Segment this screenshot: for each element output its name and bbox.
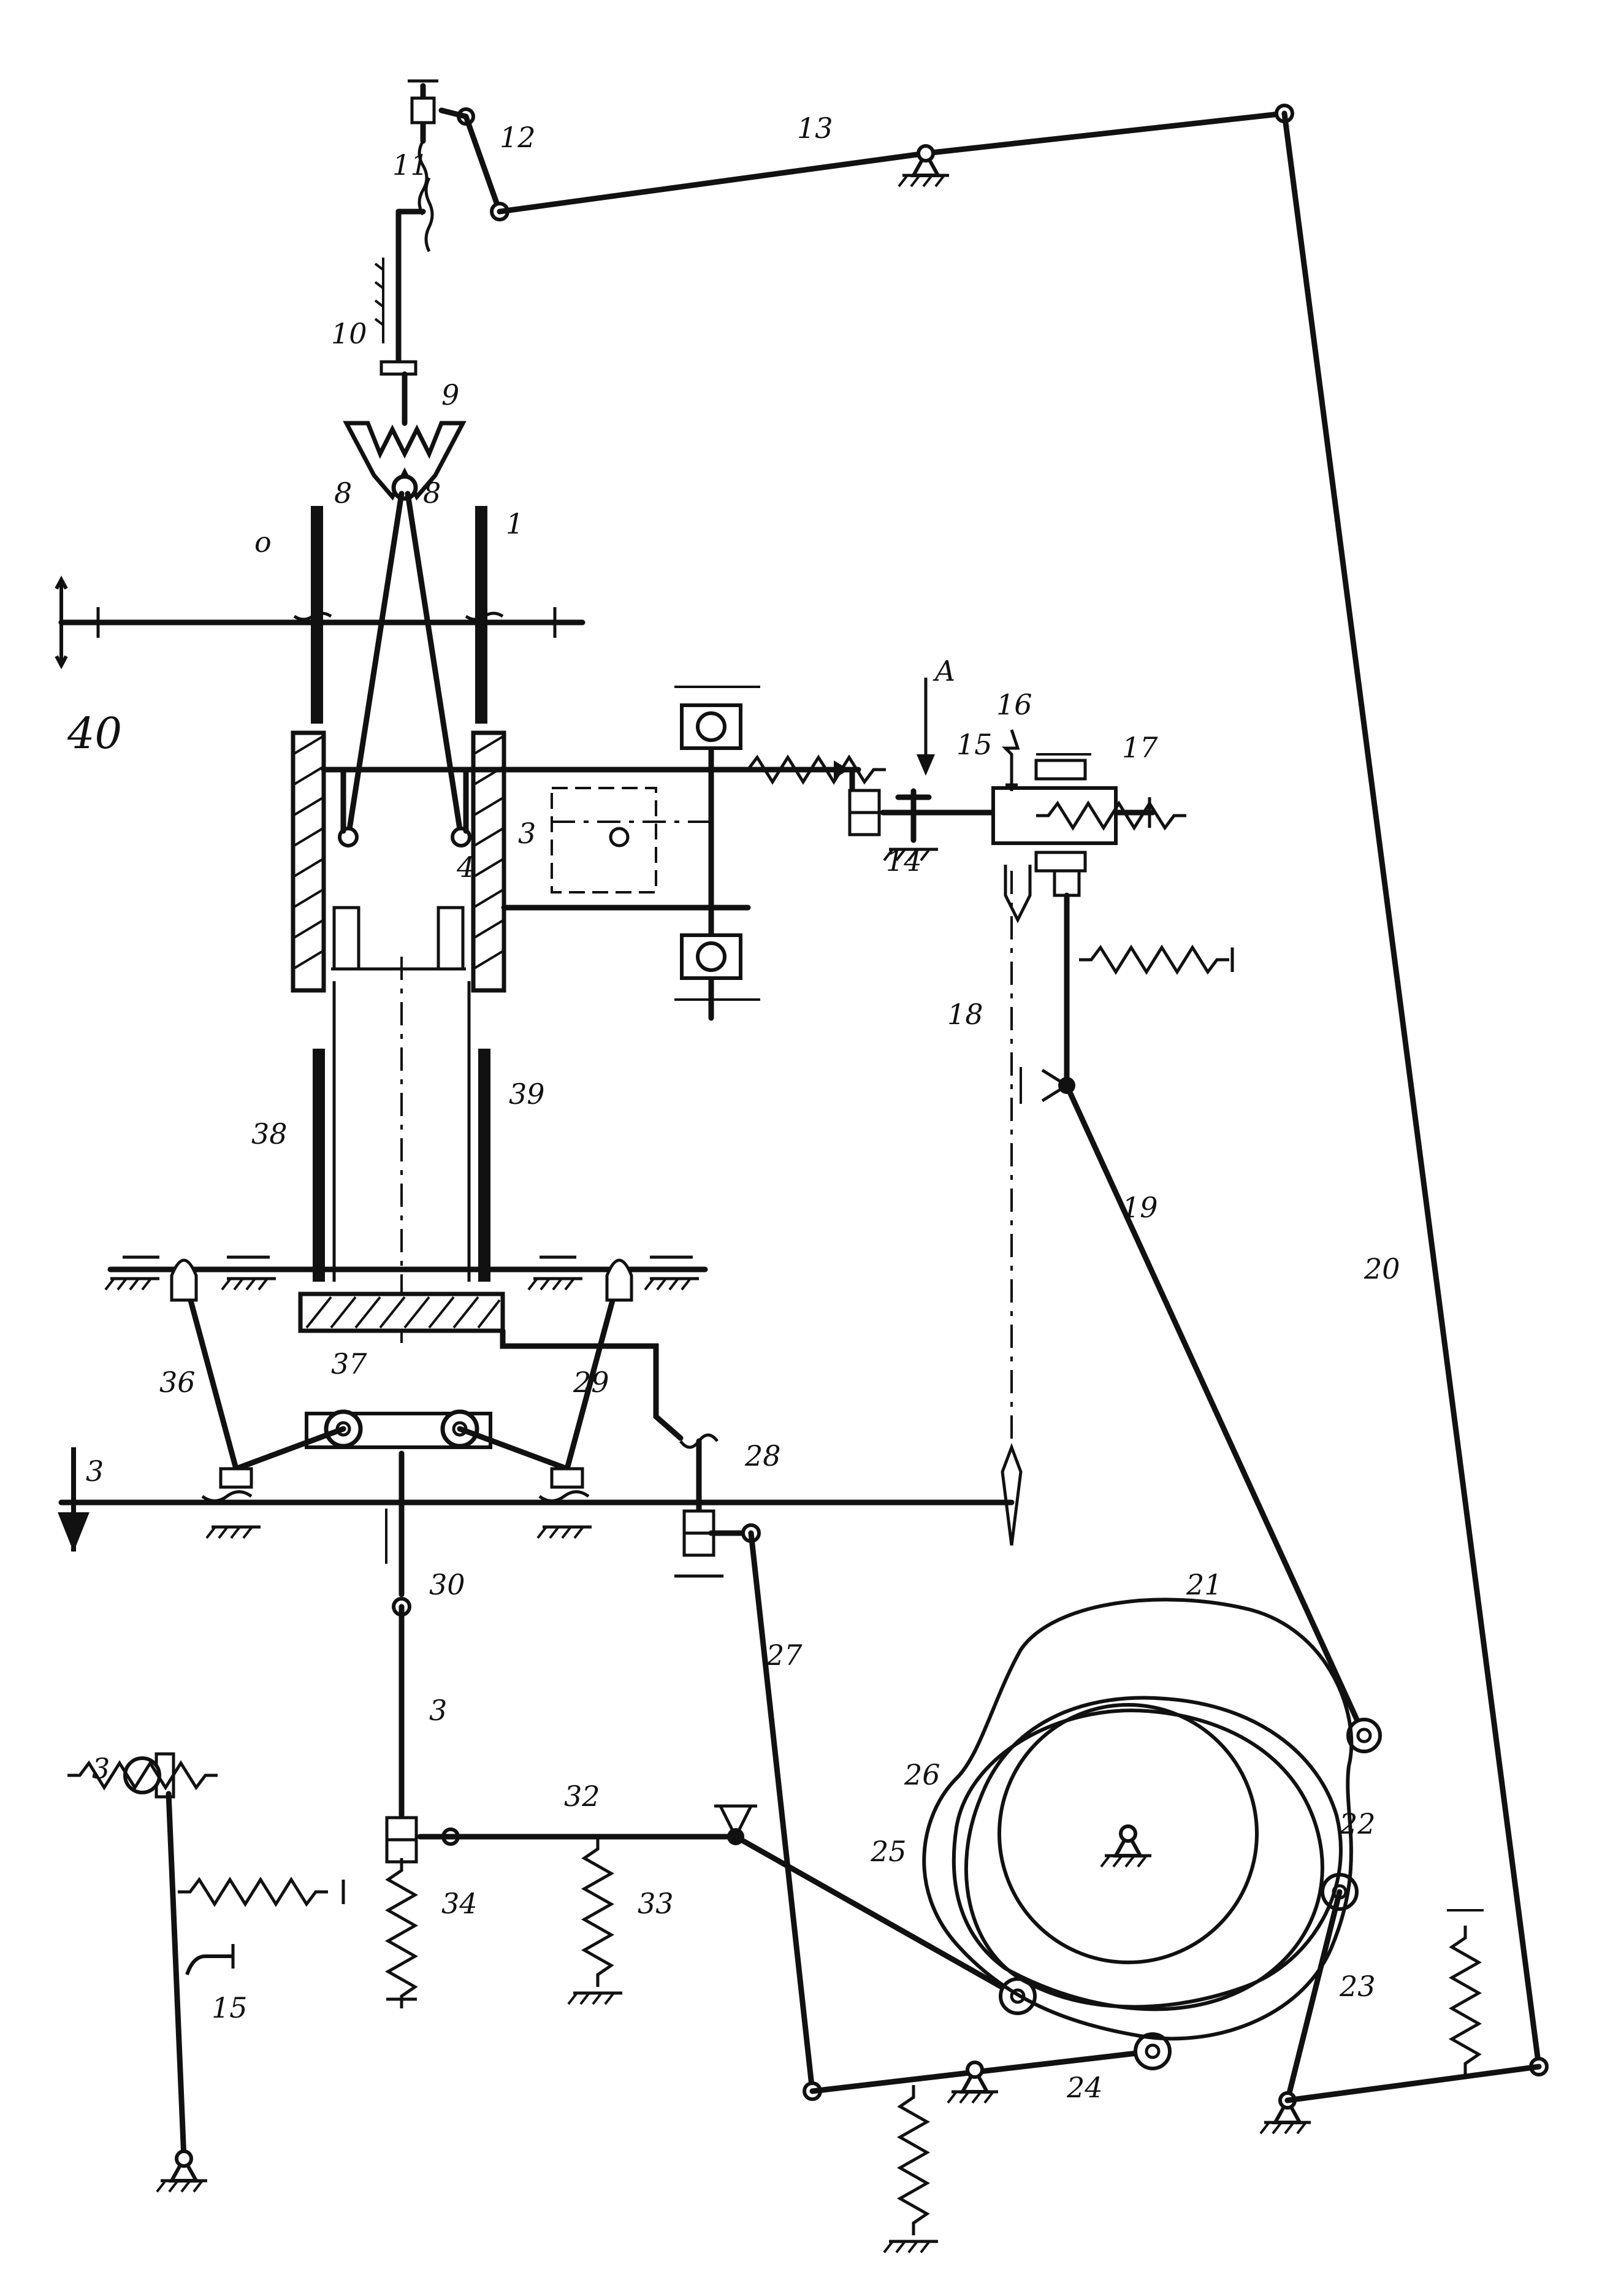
spring-main <box>736 757 886 782</box>
lever-19 <box>1020 892 1382 1753</box>
rod-30 <box>386 1597 417 2008</box>
label-20: 20 <box>1364 1252 1400 1285</box>
label-12: 12 <box>500 121 536 154</box>
bearings-upper <box>551 686 760 1021</box>
label-24: 24 <box>1066 2071 1103 2104</box>
label-10: 10 <box>331 317 367 350</box>
lower-shaft <box>58 1447 1015 1552</box>
link-12 <box>438 107 509 221</box>
label-18: 18 <box>947 998 983 1031</box>
lever-13 <box>497 104 1294 215</box>
label-29: 29 <box>573 1366 609 1399</box>
guide-rails <box>55 506 585 724</box>
arms-8 <box>338 491 471 848</box>
column-carriage <box>291 730 861 993</box>
roller-linkage <box>170 1258 633 1598</box>
label-32: 32 <box>564 1780 600 1813</box>
label-22: 22 <box>1339 1807 1376 1840</box>
label-19: 19 <box>1122 1191 1158 1224</box>
rod-27 <box>748 1530 822 2101</box>
label-38: 38 <box>251 1117 288 1150</box>
label-o: o <box>254 526 272 559</box>
label-16: 16 <box>996 688 1032 721</box>
label-26: 26 <box>904 1758 940 1791</box>
table-37 <box>298 1292 684 1441</box>
label-11: 11 <box>392 148 429 182</box>
label-14: 14 <box>886 844 922 878</box>
arrow-A <box>917 678 935 776</box>
label-36: 36 <box>159 1366 196 1399</box>
label-3-upper: 3 <box>518 817 536 850</box>
lever-left <box>67 1752 345 2192</box>
label-9: 9 <box>441 378 459 411</box>
lever-32 <box>417 1804 1037 2015</box>
rod-10-assembly <box>374 79 438 376</box>
label-39: 39 <box>509 1077 545 1111</box>
label-3-shaft: 3 <box>86 1455 104 1488</box>
label-37: 37 <box>331 1347 367 1380</box>
cam-block <box>922 1598 1354 2041</box>
label-28: 28 <box>744 1439 781 1472</box>
label-15-lower: 15 <box>212 1991 248 2024</box>
label-1: 1 <box>506 507 524 540</box>
label-17: 17 <box>1122 731 1158 764</box>
valve-15-16-17 <box>991 729 1186 924</box>
label-8-left: 8 <box>334 476 352 510</box>
axis-18 <box>1001 871 1023 1546</box>
base-plate <box>105 1255 708 1290</box>
label-34: 34 <box>441 1887 478 1920</box>
label-25: 25 <box>870 1835 907 1868</box>
label-21: 21 <box>1186 1568 1222 1601</box>
label-3-lower: 3 <box>92 1752 110 1785</box>
label-40: 40 <box>67 708 122 759</box>
label-3-rod: 3 <box>429 1694 447 1727</box>
cylinder-38-39 <box>313 957 490 1349</box>
rod-20 <box>1281 110 1549 2076</box>
clutch-14 <box>850 767 1009 860</box>
label-33: 33 <box>638 1887 674 1920</box>
label-30: 30 <box>429 1568 465 1601</box>
label-8-right: 8 <box>423 476 441 510</box>
label-15: 15 <box>956 728 993 761</box>
label-27: 27 <box>766 1639 803 1672</box>
label-4: 4 <box>456 851 475 884</box>
label-13: 13 <box>797 112 833 145</box>
part-labels: 11 12 13 10 9 8 8 o 1 40 3 4 A 16 15 17 … <box>67 112 1400 2104</box>
lever-23 <box>1261 1873 1542 2133</box>
label-23: 23 <box>1339 1970 1376 2003</box>
label-A: A <box>933 654 955 687</box>
lever-24 <box>809 2032 1172 2252</box>
